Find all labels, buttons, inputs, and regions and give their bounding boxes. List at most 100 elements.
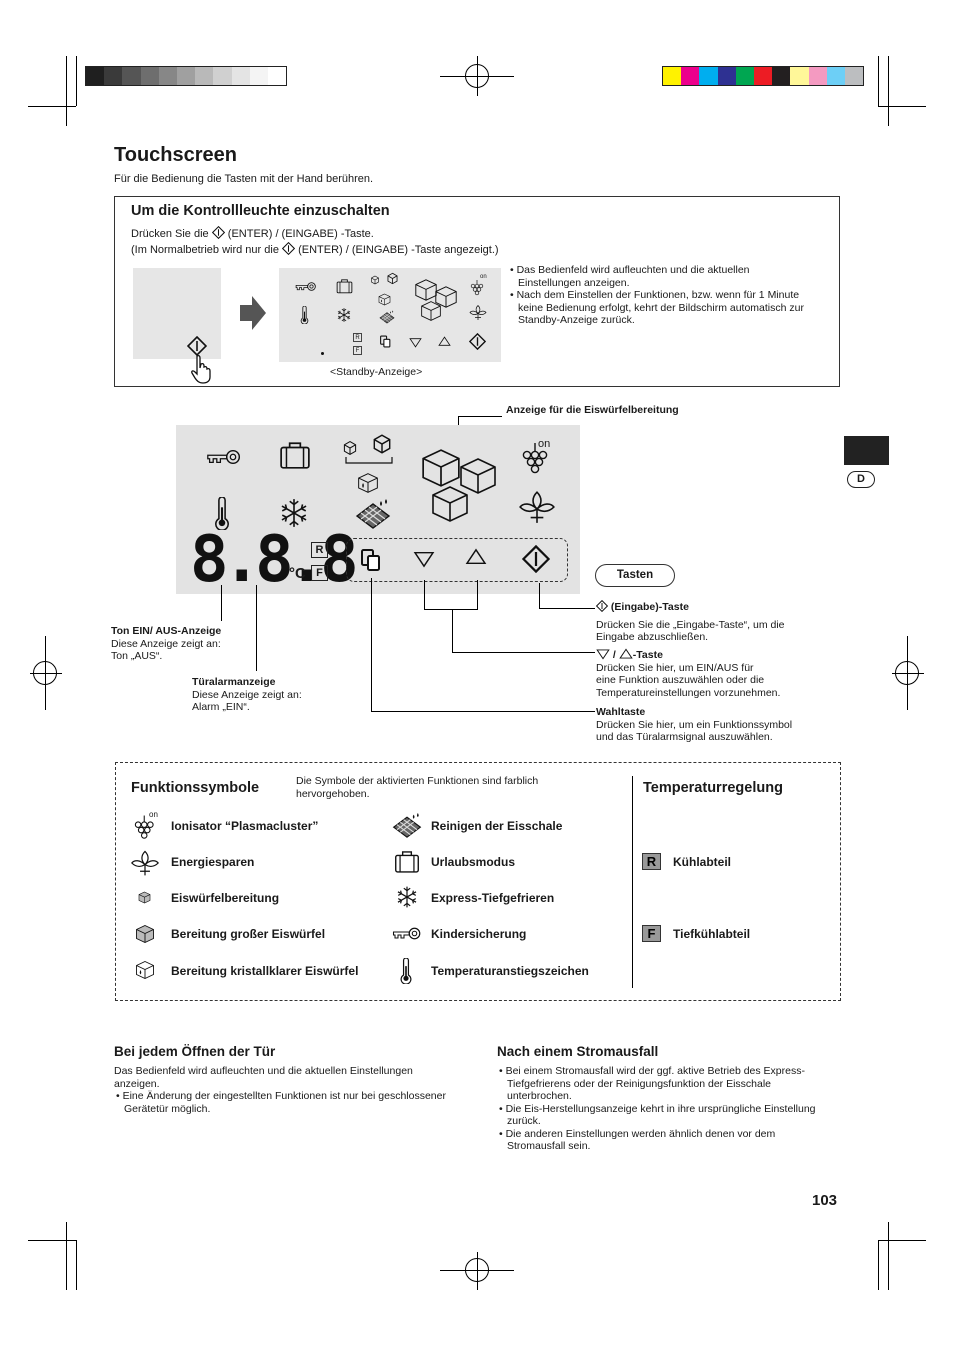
line2-post-text: (ENTER) / (EINGABE) -Taste angezeigt.): [298, 244, 499, 256]
select-button[interactable]: [359, 548, 383, 572]
power-outage-bullets: • Bei einem Stromausfall wird der ggf. a…: [497, 1065, 827, 1153]
select-icon: [379, 335, 392, 348]
bullet-text: Eine Änderung der eingestellten Funktion…: [122, 1090, 446, 1115]
eingabe-text: Drücken Sie die „Eingabe-Taste“, um die: [596, 618, 785, 631]
r-badge: R: [311, 542, 328, 558]
tray-clean-icon: [355, 498, 391, 530]
color-swatch: [249, 67, 268, 85]
symbol-label: Eiswürfelbereitung: [171, 891, 280, 905]
arrow-right-icon: [240, 296, 266, 330]
registration-mark: [895, 661, 919, 685]
page-subtitle: Für die Bedienung die Tasten mit der Han…: [114, 173, 374, 185]
color-swatch: [826, 67, 845, 85]
color-swatch: [772, 67, 791, 85]
symbol-label: Reinigen der Eisschale: [431, 819, 563, 833]
on-label: on: [538, 438, 551, 450]
enter-button[interactable]: [522, 545, 550, 573]
ton-text: Ton „AUS“.: [111, 650, 163, 662]
down-arrow-icon: [409, 337, 422, 348]
on-label: on: [480, 274, 487, 280]
page-number: 103: [812, 1192, 838, 1209]
symbol-label: Express-Tiefgefrieren: [431, 891, 555, 905]
thermometer-icon: [300, 306, 309, 324]
color-swatch: [158, 67, 177, 85]
gray-color-strip: [85, 66, 288, 86]
bullet-item: • Das Bedienfeld wird aufleuchten und di…: [510, 264, 750, 289]
color-swatch: [844, 67, 864, 85]
enter-icon: [282, 242, 295, 255]
enter-icon: [469, 333, 486, 350]
pfeil-text: Drücken Sie hier, um EIN/AUS für: [596, 661, 754, 674]
slash-separator: /: [612, 649, 616, 661]
bullet-item: • Eine Änderung der eingestellten Funkti…: [116, 1090, 446, 1115]
bullet-text: Die Eis-Herstellungsanzeige kehrt in ihr…: [505, 1102, 816, 1128]
registration-mark: [33, 661, 57, 685]
bracket-line: [345, 457, 393, 464]
symbol-label: Kindersicherung: [431, 927, 527, 941]
energy-saving-icon: [469, 304, 487, 321]
pfeil-title: -Taste: [632, 649, 663, 661]
color-swatch: [231, 67, 250, 85]
pfeil-text: eine Funktion auszuwählen oder die: [596, 674, 765, 686]
key-icon: [295, 281, 317, 292]
eingabe-annotation: (Eingabe)-Taste Drücken Sie die „Eingabe…: [596, 600, 836, 644]
ice-cube-icon: [420, 447, 462, 489]
pfeil-text: Temperatureinstellungen vorzunehmen.: [596, 686, 781, 699]
bullet-item: • Die anderen Einstellungen werden ähnli…: [499, 1127, 776, 1153]
symbol-label: Energiesparen: [171, 855, 255, 869]
symbols-note-text: hervorgehoben.: [296, 787, 370, 800]
tuer-title: Türalarmanzeige: [192, 676, 276, 688]
bullet-text: Die anderen Einstellungen werden ähnlich…: [505, 1127, 776, 1153]
wahl-text: Drücken Sie hier, um ein Funktionssymbol: [596, 718, 793, 731]
bullet-item: • Bei einem Stromausfall wird der ggf. a…: [499, 1065, 805, 1102]
thermometer-icon: [399, 958, 413, 984]
key-icon: [206, 448, 242, 466]
key-icon: [392, 926, 422, 941]
r-badge: R: [642, 853, 661, 870]
down-button[interactable]: [413, 550, 435, 568]
color-swatch: [790, 67, 809, 85]
suitcase-icon: [279, 441, 311, 469]
color-swatch: [140, 67, 159, 85]
bullet-item: • Nach dem Einstellen der Funktionen, bz…: [510, 289, 804, 326]
control-light-line2: (Im Normalbetrieb wird nur die (ENTER) /…: [131, 242, 499, 257]
color-swatch: [122, 67, 141, 85]
tuer-text: Diese Anzeige zeigt an:: [192, 688, 302, 701]
door-title: Bei jedem Öffnen der Tür: [114, 1044, 276, 1059]
hand-pointer-icon: [191, 354, 211, 384]
line1-post-text: (ENTER) / (EINGABE) -Taste.: [227, 228, 374, 240]
ton-annotation: Ton EIN/ AUS-Anzeige Diese Anzeige zeigt…: [111, 625, 221, 663]
wahl-annotation: Wahltaste Drücken Sie hier, um ein Funkt…: [596, 706, 836, 744]
door-text: Das Bedienfeld wird aufleuchten und die …: [114, 1065, 474, 1115]
small-cube-icon: [342, 440, 358, 456]
symbols-note-text: Die Symbole der aktivierten Funktionen s…: [296, 775, 539, 787]
button-group-frame: [346, 538, 568, 582]
eingabe-text: Eingabe abzuschließen.: [596, 631, 709, 643]
tuer-annotation: Türalarmanzeige Diese Anzeige zeigt an: …: [192, 676, 302, 714]
wahl-text: und das Türalarmsignal auszuwählen.: [596, 731, 773, 743]
color-swatch: [86, 67, 105, 85]
bullet-text: Das Bedienfeld wird aufleuchten und die …: [516, 264, 750, 289]
f-badge: F: [642, 925, 661, 942]
symbol-label: Temperaturanstiegszeichen: [431, 964, 589, 978]
control-light-title: Um die Kontrollleuchte einzuschalten: [131, 203, 390, 219]
enter-icon[interactable]: [187, 336, 207, 356]
kuehlabteil-label: Kühlabteil: [673, 855, 732, 869]
color-swatch: [267, 67, 287, 85]
control-light-box: [114, 196, 840, 387]
color-swatch: [663, 67, 682, 85]
ice-cube-icon: [430, 484, 470, 524]
door-text-line: Das Bedienfeld wird aufleuchten und die …: [114, 1065, 413, 1077]
control-light-line1: Drücken Sie die (ENTER) / (EINGABE) -Tas…: [131, 226, 374, 241]
cmyk-color-strip: [662, 66, 865, 86]
power-outage-title: Nach einem Stromausfall: [497, 1044, 659, 1059]
symbols-note: Die Symbole der aktivierten Funktionen s…: [296, 775, 596, 800]
eingabe-title: (Eingabe)-Taste: [610, 601, 689, 613]
dot-indicator: [321, 352, 324, 355]
f-badge: F: [353, 346, 362, 355]
clear-cube-icon: [378, 293, 391, 306]
symbol-label: Bereitung kristallklarer Eiswürfel: [171, 964, 359, 978]
line1-pre-text: Drücken Sie die: [131, 228, 209, 240]
up-button[interactable]: [465, 548, 487, 566]
small-cube-icon: [370, 275, 380, 285]
